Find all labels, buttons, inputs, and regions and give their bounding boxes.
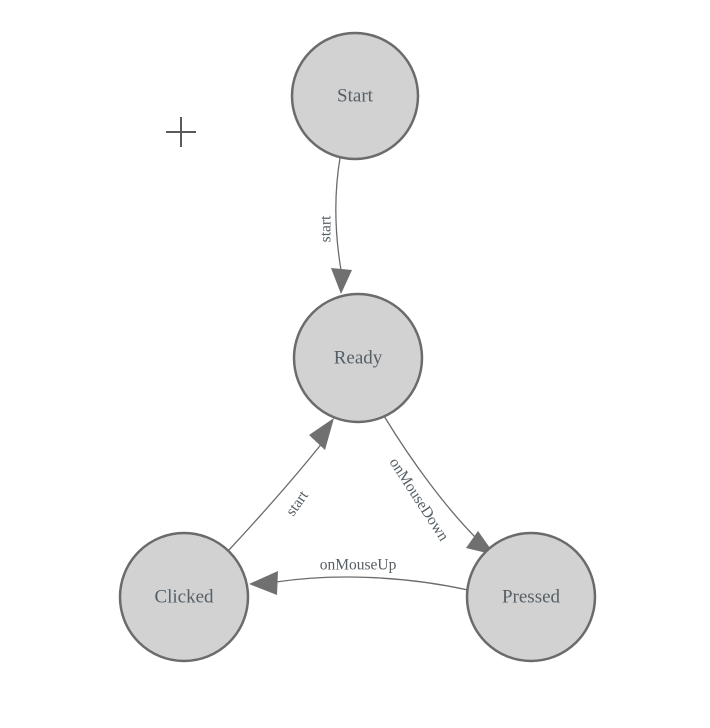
node-pressed-label: Pressed	[502, 586, 561, 607]
node-start-circle[interactable]	[290, 31, 420, 161]
edge-start-to-ready[interactable]: start	[318, 157, 352, 294]
node-pressed[interactable]: Pressed	[465, 531, 597, 663]
arrowhead-start-to-ready	[331, 268, 352, 294]
node-clicked-circle[interactable]	[118, 531, 250, 663]
node-clicked[interactable]: Clicked	[118, 531, 250, 663]
arrowhead-clicked-to-ready	[309, 418, 334, 450]
edge-label-start-to-ready: start	[318, 215, 335, 242]
edge-label-pressed-to-clicked: onMouseUp	[320, 557, 397, 574]
edge-path-start-to-ready	[335, 157, 342, 271]
edge-pressed-to-clicked[interactable]: onMouseUp	[249, 557, 469, 595]
node-ready-circle[interactable]	[292, 292, 424, 424]
node-start-label: Start	[337, 85, 374, 106]
edge-path-pressed-to-clicked	[275, 576, 469, 591]
node-clicked-label: Clicked	[154, 586, 214, 607]
edge-path-ready-to-pressed	[383, 415, 479, 541]
crosshair-icon	[166, 117, 196, 147]
node-ready[interactable]: Ready	[292, 292, 424, 424]
arrowhead-pressed-to-clicked	[249, 571, 278, 595]
node-ready-label: Ready	[334, 347, 383, 368]
node-start[interactable]: Start	[290, 31, 420, 161]
edge-ready-to-pressed[interactable]: onMouseDown	[383, 415, 495, 555]
edge-clicked-to-ready[interactable]: start	[227, 418, 334, 552]
edge-path-clicked-to-ready	[227, 436, 328, 552]
edge-label-clicked-to-ready: start	[283, 487, 313, 519]
node-pressed-circle[interactable]	[465, 531, 597, 663]
